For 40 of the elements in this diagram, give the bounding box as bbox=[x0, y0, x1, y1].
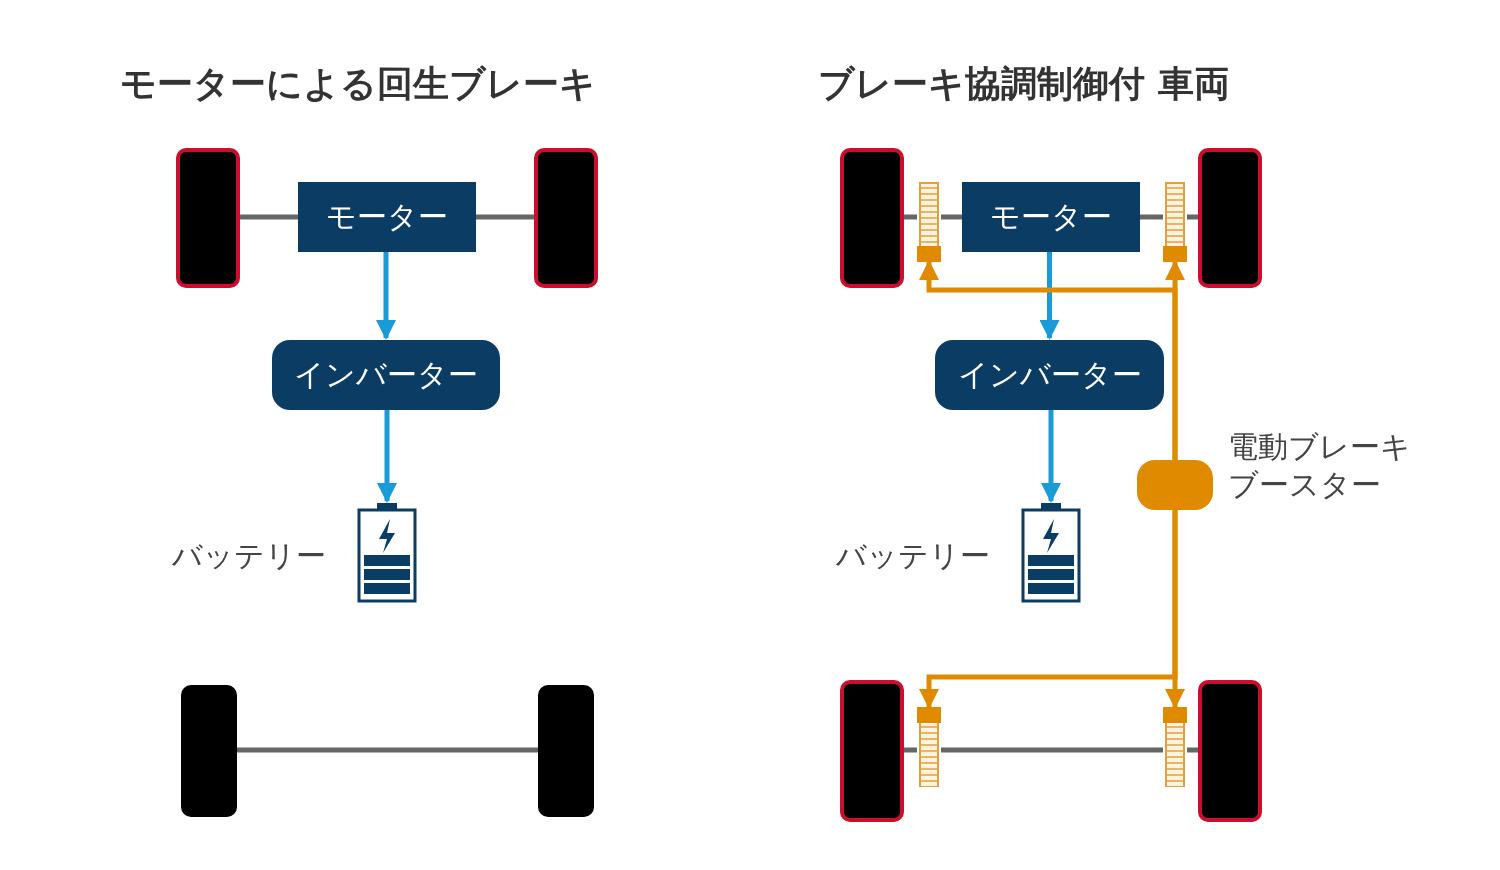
brake-booster-block bbox=[1137, 460, 1213, 510]
axle-line bbox=[1140, 214, 1163, 220]
wheel bbox=[176, 148, 240, 288]
axle-line bbox=[904, 214, 917, 220]
inverter-box: インバーター bbox=[935, 340, 1164, 410]
arrow bbox=[377, 410, 397, 503]
battery-icon bbox=[357, 503, 417, 603]
axle-line bbox=[941, 747, 1163, 753]
component-label: バッテリー bbox=[172, 537, 326, 575]
wheel bbox=[534, 148, 598, 288]
axle-line bbox=[476, 214, 534, 220]
arrow bbox=[1165, 510, 1185, 709]
wheel bbox=[1198, 148, 1262, 288]
component-label: 電動ブレーキブースター bbox=[1228, 428, 1412, 504]
inverter-box: インバーター bbox=[272, 340, 500, 410]
arrow bbox=[1039, 252, 1060, 340]
brake-disc-icon bbox=[917, 707, 941, 787]
axle-line bbox=[1187, 214, 1198, 220]
motor-box: モーター bbox=[298, 182, 476, 252]
axle-line bbox=[941, 214, 962, 220]
axle-line bbox=[237, 747, 538, 753]
component-label: バッテリー bbox=[836, 537, 990, 575]
axle-line bbox=[240, 214, 298, 220]
arrow bbox=[1041, 410, 1061, 503]
axle-line bbox=[1187, 747, 1198, 753]
arrow bbox=[1165, 260, 1185, 460]
brake-disc-icon bbox=[917, 182, 941, 262]
wheel bbox=[1198, 680, 1262, 822]
panel-title: ブレーキ協調制御付 車両 bbox=[818, 62, 1230, 106]
battery-icon bbox=[1021, 503, 1081, 603]
wheel bbox=[840, 148, 904, 288]
brake-disc-icon bbox=[1163, 707, 1187, 787]
motor-box: モーター bbox=[962, 182, 1140, 252]
axle-line bbox=[904, 747, 917, 753]
wheel bbox=[538, 685, 594, 817]
panel-title: モーターによる回生ブレーキ bbox=[120, 62, 596, 106]
arrow bbox=[376, 252, 396, 340]
wheel bbox=[181, 685, 237, 817]
wheel bbox=[840, 680, 904, 822]
brake-disc-icon bbox=[1163, 182, 1187, 262]
